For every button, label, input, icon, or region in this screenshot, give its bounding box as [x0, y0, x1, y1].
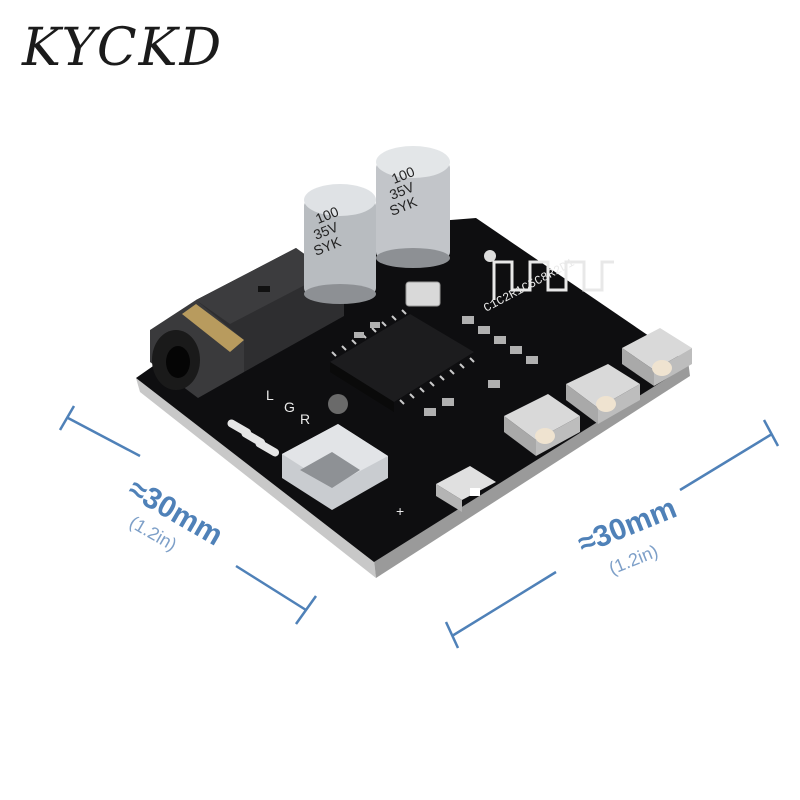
slide-switch: [436, 466, 496, 512]
main-ic: [330, 314, 474, 412]
antenna-trace: [492, 260, 614, 300]
capacitor-left: [304, 184, 376, 304]
micro-usb-port: [282, 424, 388, 510]
pcb-edge-left: [136, 378, 376, 578]
pin-label-g: G: [284, 399, 295, 415]
smd-components: [354, 316, 538, 416]
tactile-button-2: [566, 364, 640, 424]
dim-tick-left-bottom: [294, 595, 318, 625]
capacitor-right: [376, 146, 450, 268]
pin-label-l: L: [266, 387, 274, 403]
tactile-button-3: [622, 328, 692, 386]
tactile-button-1: [504, 394, 580, 456]
ic-pins: [331, 309, 475, 405]
dimension-lines: [58, 405, 780, 649]
dim-line-right-lower: [451, 570, 557, 638]
dim-tick-right-top: [762, 419, 780, 447]
dim-line-left-upper: [67, 416, 141, 458]
dim-tick-left-top: [58, 405, 76, 431]
dim-line-right-upper: [679, 432, 773, 492]
test-pad: [328, 394, 348, 414]
antenna-pad: [484, 250, 496, 262]
dim-line-left-lower: [235, 564, 307, 612]
pin-label-r: R: [300, 411, 310, 427]
plus-mark: +: [396, 503, 404, 519]
brand-watermark: KYCKD: [22, 18, 224, 78]
lgr-pads: [227, 419, 280, 457]
dim-tick-right-bottom: [444, 621, 460, 649]
crystal-oscillator: [405, 281, 441, 307]
